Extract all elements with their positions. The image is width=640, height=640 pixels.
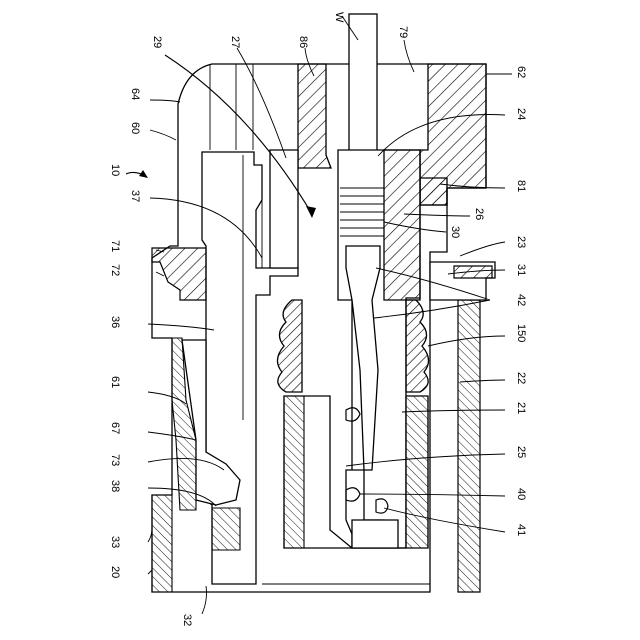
- part-86: [298, 64, 331, 168]
- block-33: [152, 495, 172, 592]
- label-20: 20: [109, 566, 121, 578]
- label-61: 61: [109, 376, 121, 388]
- label-24: 24: [515, 108, 527, 120]
- flange-23-hatch: [454, 266, 492, 278]
- label-41: 41: [515, 524, 527, 536]
- label-72: 72: [109, 264, 121, 276]
- label-62: 62: [515, 66, 527, 78]
- label-10: 10: [109, 164, 121, 176]
- label-37: 37: [129, 190, 141, 202]
- label-32: 32: [181, 614, 193, 626]
- block-38: [212, 508, 240, 550]
- sleeve-22: [458, 300, 480, 592]
- label-23: 23: [515, 236, 527, 248]
- cable-W: [349, 14, 377, 154]
- label-27: 27: [229, 36, 241, 48]
- contact-41: [352, 520, 398, 548]
- label-79: 79: [397, 26, 409, 38]
- label-60: 60: [129, 122, 141, 134]
- label-40: 40: [515, 488, 527, 500]
- cup-21-hatch-right: [406, 396, 428, 548]
- label-21: 21: [515, 402, 527, 414]
- label-71: 71: [109, 240, 121, 252]
- label-150: 150: [515, 324, 527, 342]
- label-26: 26: [473, 208, 485, 220]
- label-29: 29: [151, 36, 163, 48]
- label-W: W: [333, 12, 345, 23]
- ring-27: [270, 150, 298, 268]
- label-81: 81: [515, 180, 527, 192]
- label-33: 33: [109, 536, 121, 548]
- label-67: 67: [109, 422, 121, 434]
- label-22: 22: [515, 372, 527, 384]
- label-64: 64: [129, 88, 141, 100]
- arrow-10-head: [139, 170, 148, 178]
- label-38: 38: [109, 480, 121, 492]
- cup-21-hatch-left: [284, 396, 304, 548]
- label-86: 86: [297, 36, 309, 48]
- label-25: 25: [515, 446, 527, 458]
- label-42: 42: [515, 294, 527, 306]
- label-73: 73: [109, 454, 121, 466]
- part-81: [420, 178, 447, 205]
- label-31: 31: [515, 264, 527, 276]
- label-36: 36: [109, 316, 121, 328]
- label-30: 30: [449, 226, 461, 238]
